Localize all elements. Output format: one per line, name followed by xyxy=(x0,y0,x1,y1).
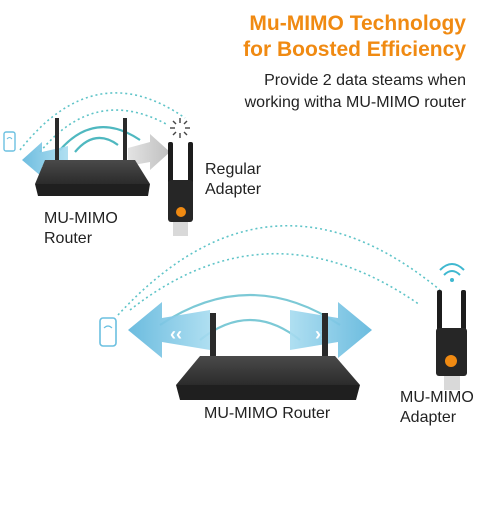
top-phone-icon xyxy=(3,131,16,152)
mumimo-adapter-label-line1: MU-MIMO xyxy=(400,389,474,406)
bottom-left-arrow: ‹‹ xyxy=(128,302,210,358)
spark-icon xyxy=(170,118,190,138)
top-router-label-line1: MU-MIMO xyxy=(44,210,118,227)
regular-adapter-label-line1: Regular xyxy=(205,161,262,178)
bottom-router-label: MU-MIMO Router xyxy=(204,405,331,422)
description-line2: working witha MU-MIMO router xyxy=(244,94,466,111)
top-usb-adapter xyxy=(168,142,193,236)
bottom-phone-icon xyxy=(99,317,117,347)
top-signal-arcs xyxy=(19,92,186,153)
wifi-icon xyxy=(439,263,465,282)
top-router-label-line2: Router xyxy=(44,230,93,247)
top-solid-arcs xyxy=(59,126,141,153)
svg-text:‹‹: ‹‹ xyxy=(170,324,182,344)
mumimo-adapter-label-line2: Adapter xyxy=(400,409,457,426)
description-line1: Provide 2 data steams when xyxy=(264,72,466,89)
top-router xyxy=(35,118,150,196)
bottom-router xyxy=(176,313,360,400)
bottom-usb-adapter xyxy=(436,290,467,390)
bottom-signal-arcs xyxy=(117,225,441,316)
regular-adapter-label-line2: Adapter xyxy=(205,181,262,198)
bottom-right-arrow: ›› xyxy=(290,302,372,358)
headline-line2: for Boosted Efficiency xyxy=(243,38,466,61)
headline-line1: Mu-MIMO Technology xyxy=(249,12,466,35)
top-gray-arrow xyxy=(128,134,170,170)
